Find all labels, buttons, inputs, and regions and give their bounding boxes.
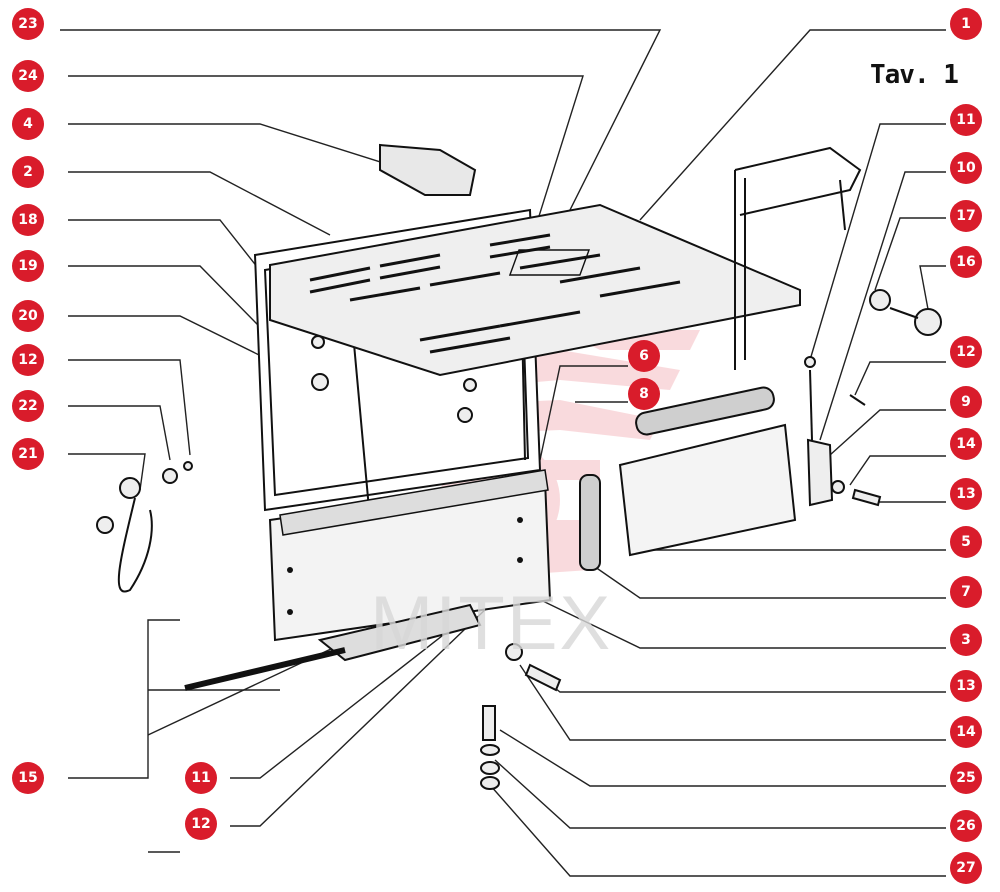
plate-title: Tav. 1	[870, 60, 959, 90]
callout-6[interactable]: 6	[628, 340, 660, 372]
rod-part	[184, 647, 346, 691]
callout-14-lower[interactable]: 14	[950, 716, 982, 748]
callout-19[interactable]: 19	[12, 250, 44, 282]
callout-11-right[interactable]: 11	[950, 104, 982, 136]
foam-roll-vertical	[579, 474, 601, 571]
callout-11-lower[interactable]: 11	[185, 762, 217, 794]
callout-12-lower[interactable]: 12	[185, 808, 217, 840]
callout-13-upper[interactable]: 13	[950, 478, 982, 510]
callout-20[interactable]: 20	[12, 300, 44, 332]
callout-25[interactable]: 25	[950, 762, 982, 794]
callout-21[interactable]: 21	[12, 438, 44, 470]
callout-26[interactable]: 26	[950, 810, 982, 842]
callout-27[interactable]: 27	[950, 852, 982, 884]
callout-24[interactable]: 24	[12, 60, 44, 92]
callout-2[interactable]: 2	[12, 156, 44, 188]
top-grille-panel	[269, 203, 801, 377]
callout-14-upper[interactable]: 14	[950, 428, 982, 460]
watermark-text: MITEX	[370, 581, 613, 666]
callout-23[interactable]: 23	[12, 8, 44, 40]
callout-5[interactable]: 5	[950, 526, 982, 558]
callout-4[interactable]: 4	[12, 108, 44, 140]
callout-22[interactable]: 22	[12, 390, 44, 422]
callout-13-lower[interactable]: 13	[950, 670, 982, 702]
callout-7[interactable]: 7	[950, 576, 982, 608]
callout-8[interactable]: 8	[628, 378, 660, 410]
callout-9[interactable]: 9	[950, 386, 982, 418]
callout-18[interactable]: 18	[12, 204, 44, 236]
callout-15[interactable]: 15	[12, 762, 44, 794]
callout-12-right[interactable]: 12	[950, 336, 982, 368]
callout-16[interactable]: 16	[950, 246, 982, 278]
hardware	[96, 289, 942, 790]
callout-12-left[interactable]: 12	[12, 344, 44, 376]
callout-3[interactable]: 3	[950, 624, 982, 656]
front-panel	[268, 469, 552, 642]
callout-17[interactable]: 17	[950, 200, 982, 232]
foam-roll-horizontal	[635, 386, 775, 436]
side-panel	[618, 423, 797, 557]
side-frame	[734, 146, 862, 370]
callout-10[interactable]: 10	[950, 152, 982, 184]
cap-part	[379, 143, 477, 196]
callout-1[interactable]: 1	[950, 8, 982, 40]
